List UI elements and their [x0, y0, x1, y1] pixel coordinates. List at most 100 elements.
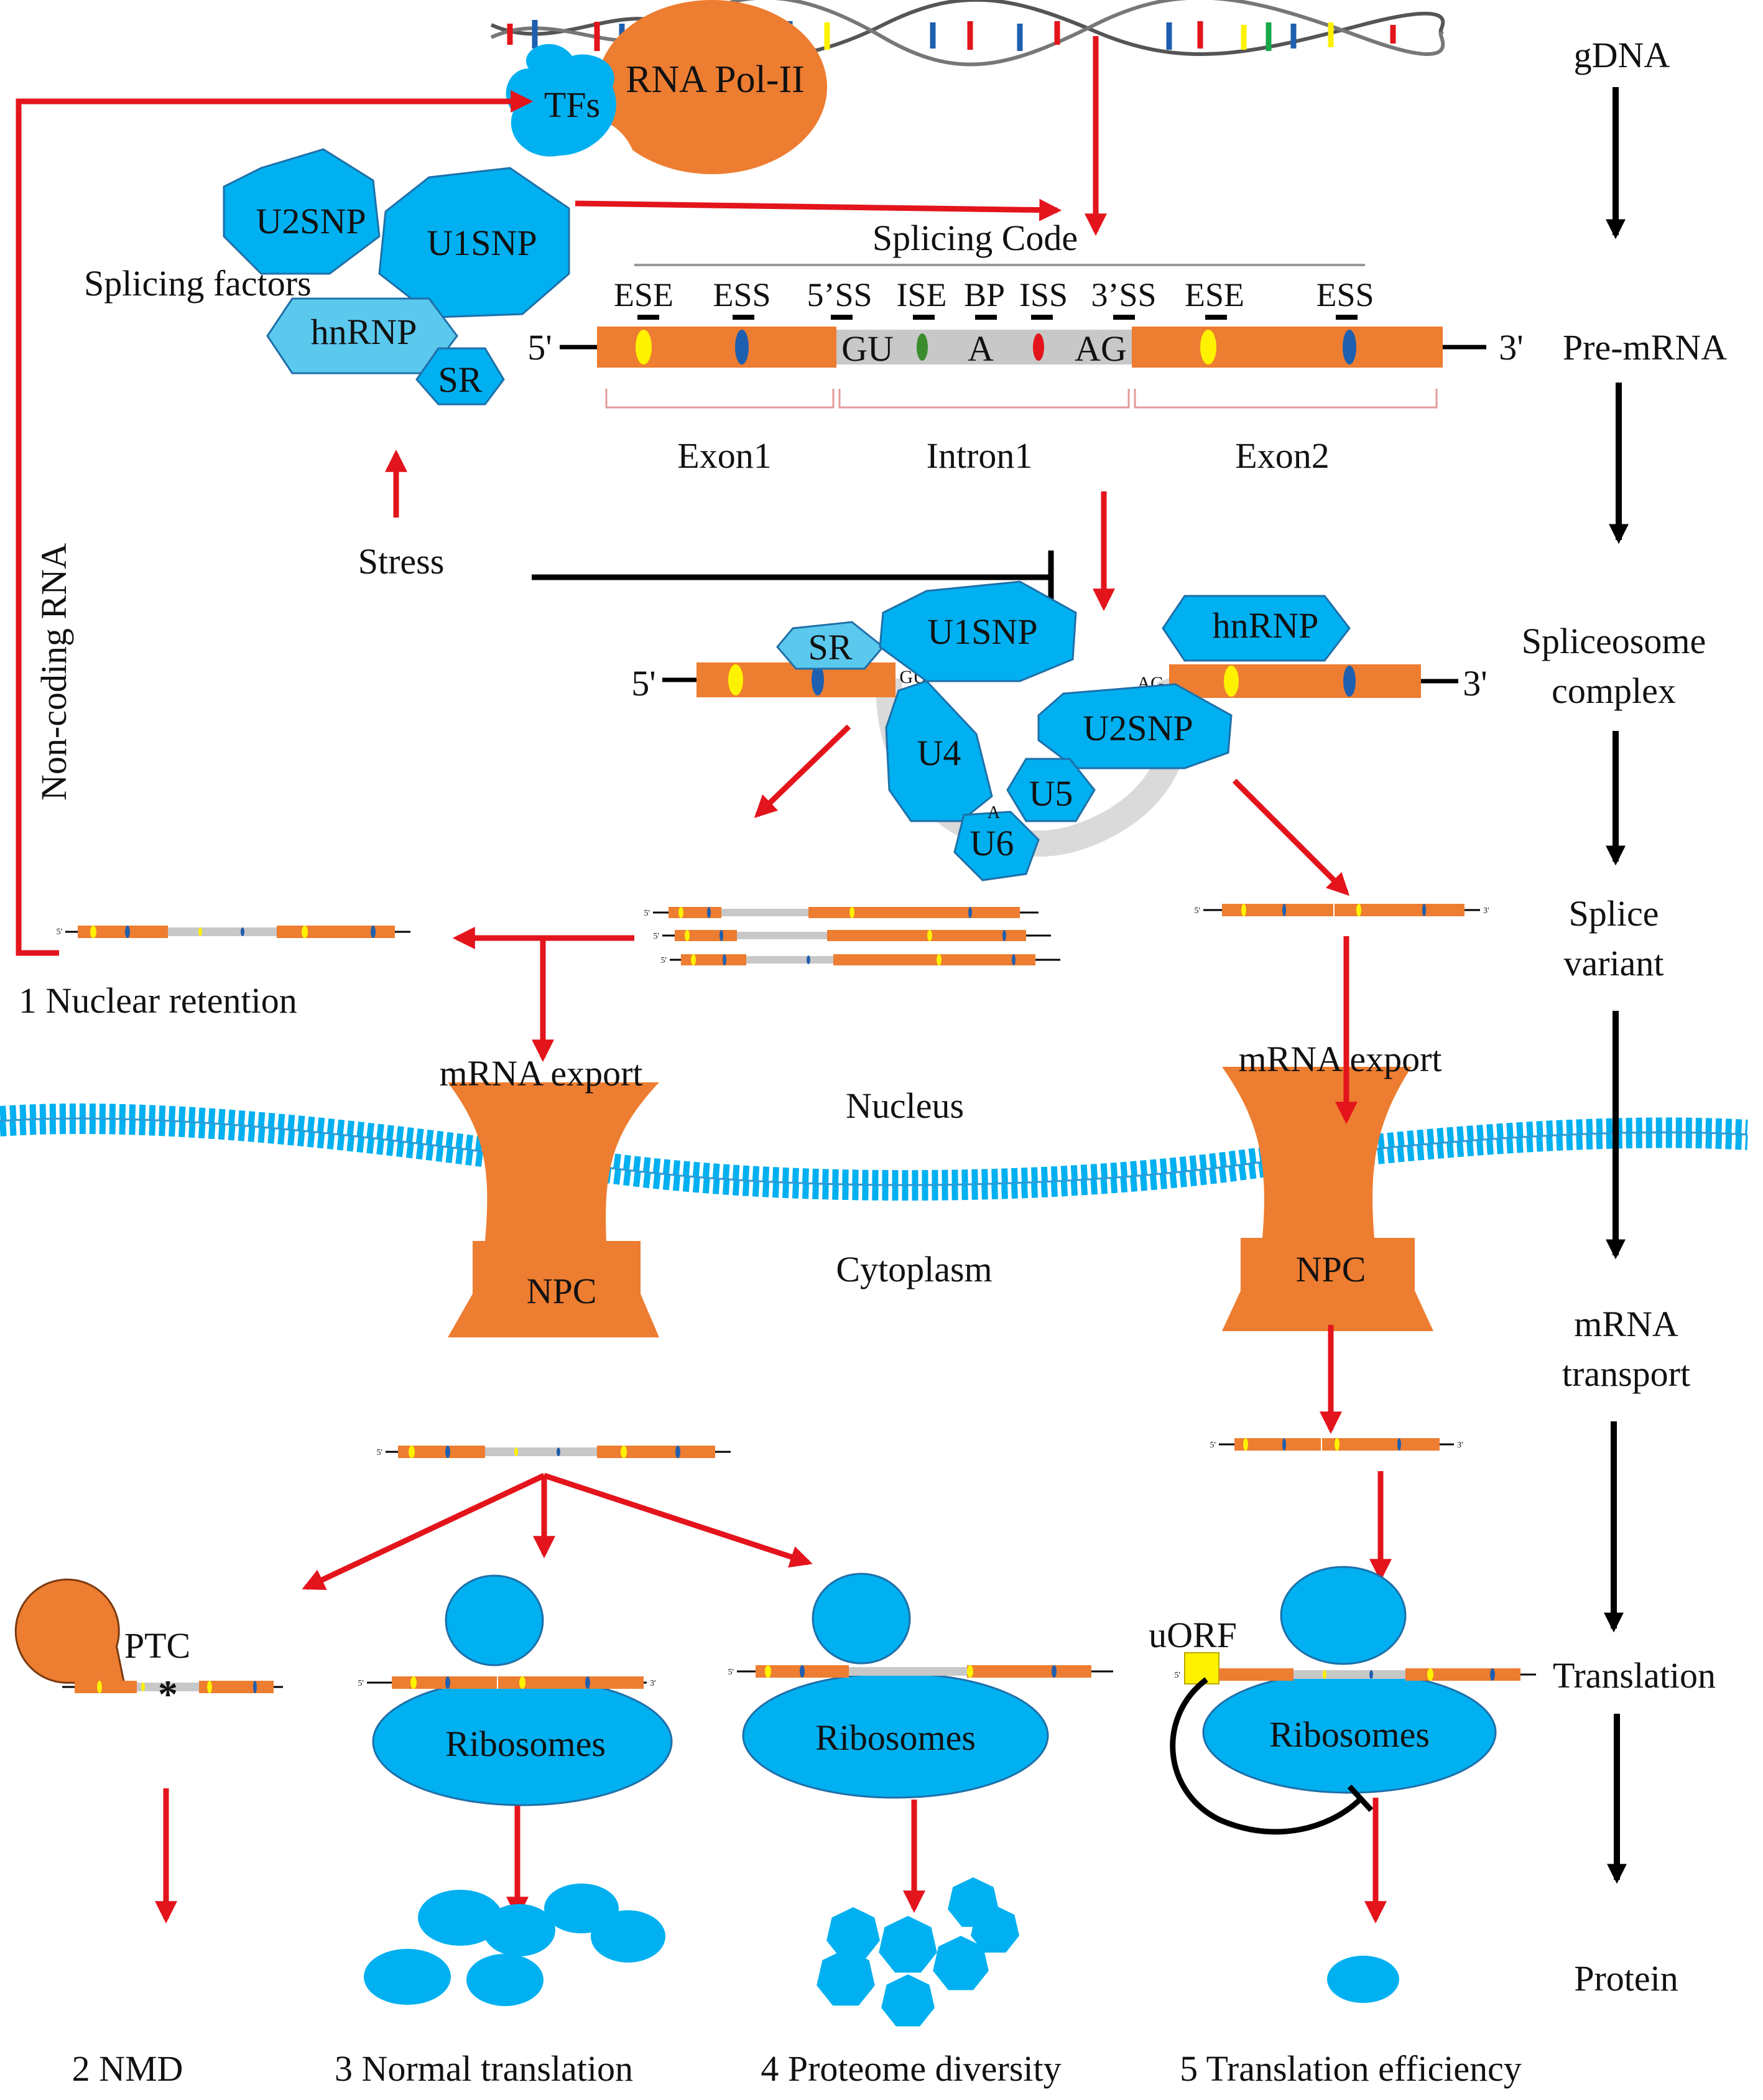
spliced-variant-right: 5' 3' — [1194, 904, 1489, 916]
rna-pol-label: RNA Pol-II — [626, 58, 805, 101]
uorf-label: uORF — [1149, 1615, 1237, 1655]
npc-left: NPC — [448, 1082, 659, 1337]
stage-spliceosome-1: Spliceosome — [1522, 621, 1706, 661]
spliceosome-u1snp: U1SNP — [927, 611, 1037, 652]
translation-efficiency-outcome: uORF 5' Ribosomes 5 Translation efficien… — [1149, 1566, 1536, 2089]
tfs-blob: TFs — [506, 44, 616, 157]
stage-column: gDNA Pre-mRNA Spliceosome complex Splice… — [1522, 35, 1727, 1999]
u2snp-label: U2SNP — [256, 201, 366, 241]
stage-spliceosome-2: complex — [1552, 671, 1676, 711]
svg-text:5': 5' — [660, 956, 667, 965]
protein-isoforms — [817, 1877, 1019, 2027]
npc-left-label: NPC — [527, 1271, 597, 1311]
spliceosome-u5: U5 — [1029, 773, 1073, 814]
u2snp-shape — [223, 148, 381, 275]
stage-mrna-2: transport — [1562, 1354, 1690, 1394]
stress: Stress — [358, 449, 1054, 605]
cytoplasm-label: Cytoplasm — [836, 1249, 992, 1289]
protein-isoform — [971, 1905, 1019, 1953]
mrna-export-right-label: mRNA export — [1238, 1039, 1441, 1079]
protein-isoform — [826, 1907, 880, 1959]
element-label: 5’SS — [807, 276, 872, 314]
sr-shape — [415, 347, 505, 406]
variant-stack-2: 5' — [653, 930, 1051, 941]
spliceosome-to-variant-arrow — [1232, 778, 1350, 896]
pre-mrna-5prime: 5' — [527, 327, 552, 368]
splice-variants: 5' 5' 5' — [56, 904, 1489, 965]
nuclear-envelope — [0, 1103, 1748, 1201]
intron1-label: Intron1 — [927, 435, 1033, 476]
u1snp-shape — [378, 167, 570, 318]
splicing-factors: U2SNP U1SNP hnRNP SR Splicing factors — [84, 148, 570, 406]
element-label: BP — [964, 276, 1005, 314]
outcome-5-label: 5 Translation efficiency — [1180, 2048, 1522, 2089]
svg-text:5': 5' — [644, 909, 650, 918]
exon1-box — [597, 327, 836, 368]
svg-text:3': 3' — [650, 1679, 656, 1688]
svg-text:5': 5' — [728, 1668, 734, 1677]
element-label: ISE — [897, 276, 947, 314]
ribosomes-2-label: Ribosomes — [815, 1717, 976, 1758]
stage-mrna-1: mRNA — [1574, 1304, 1678, 1344]
nuclear-retention-label: 1 Nuclear retention — [19, 980, 297, 1021]
mrna-export-left-label: mRNA export — [439, 1053, 642, 1094]
npc-right-label: NPC — [1296, 1249, 1366, 1289]
stage-premrna: Pre-mRNA — [1563, 327, 1727, 368]
spliceosome-3prime: 3' — [1463, 663, 1487, 704]
protein-isoform — [881, 1974, 935, 2027]
exon2-box — [1132, 327, 1443, 368]
fanout-arrows — [302, 1471, 1392, 1591]
stage-splice-2: variant — [1563, 943, 1664, 983]
svg-text:3': 3' — [1483, 906, 1489, 916]
spliceosome-u2snp: U2SNP — [1083, 708, 1193, 748]
element-label: ISS — [1019, 276, 1068, 314]
svg-text:5': 5' — [358, 1679, 364, 1688]
spliceosome-to-variants-arrow — [754, 724, 851, 819]
svg-text:5': 5' — [376, 1448, 382, 1457]
element-label: 3’SS — [1091, 276, 1156, 314]
splicing-code-label: Splicing Code — [872, 218, 1078, 258]
spliceosome-5prime: 5' — [631, 663, 655, 704]
intron1-box — [836, 330, 1132, 365]
element-label: ESS — [713, 276, 770, 314]
spliceosome-sr: SR — [808, 627, 853, 667]
svg-text:5': 5' — [1210, 1441, 1216, 1450]
stage-translation: Translation — [1553, 1655, 1716, 1696]
cytoplasm-transcript-right: 5' 3' — [1210, 1438, 1463, 1451]
noncoding-label: Non-coding RNA — [34, 543, 74, 801]
variant-stack-3: 5' — [660, 954, 1060, 965]
ptc-star: * — [158, 1672, 178, 1716]
pre-mrna-3prime: 3' — [1499, 327, 1523, 368]
spliceosome-u6: U6 — [970, 823, 1014, 863]
uorf-inhibition-arc — [1170, 1677, 1364, 1835]
normal-translation-outcome: 5' 3' Ribosomes 3 Normal translation — [335, 1574, 673, 2089]
variant-stack-1: 5' — [644, 907, 1039, 918]
svg-text:5': 5' — [653, 932, 659, 941]
nmd-outcome: PTC * 2 NMD — [14, 1578, 283, 2089]
stage-splice-1: Splice — [1569, 893, 1659, 934]
npc-right: NPC — [1222, 1067, 1433, 1331]
ptc-label: PTC — [124, 1625, 190, 1666]
outcome-3-label: 3 Normal translation — [335, 2048, 633, 2089]
a-label: A — [968, 328, 994, 369]
cytoplasm-transcript-left: 5' — [376, 1446, 731, 1458]
noncoding-rna-loop: Non-coding RNA — [16, 90, 534, 956]
exon2-label: Exon2 — [1235, 435, 1329, 476]
stress-label: Stress — [358, 541, 445, 582]
ag-label: AG — [1075, 328, 1127, 369]
protein-isoform — [879, 1916, 937, 1973]
exon1-label: Exon1 — [677, 435, 771, 476]
retained-transcript: 5' — [56, 926, 410, 938]
spliceosome-a: A — [988, 803, 1001, 822]
protein-isoform — [933, 1936, 989, 1991]
stage-gdna: gDNA — [1574, 35, 1670, 75]
spliceosome-hnrnp: hnRNP — [1213, 605, 1319, 646]
u1snp-label: U1SNP — [427, 223, 537, 263]
pre-mrna: Splicing Code ESE ESS 5’SS ISE BP ISS 3’… — [527, 218, 1523, 476]
sr-label: SR — [438, 360, 483, 400]
svg-text:5': 5' — [1174, 1671, 1180, 1680]
element-label: ESE — [1185, 276, 1244, 314]
nmd-pacman — [14, 1578, 126, 1689]
uorf-box — [1184, 1652, 1219, 1684]
